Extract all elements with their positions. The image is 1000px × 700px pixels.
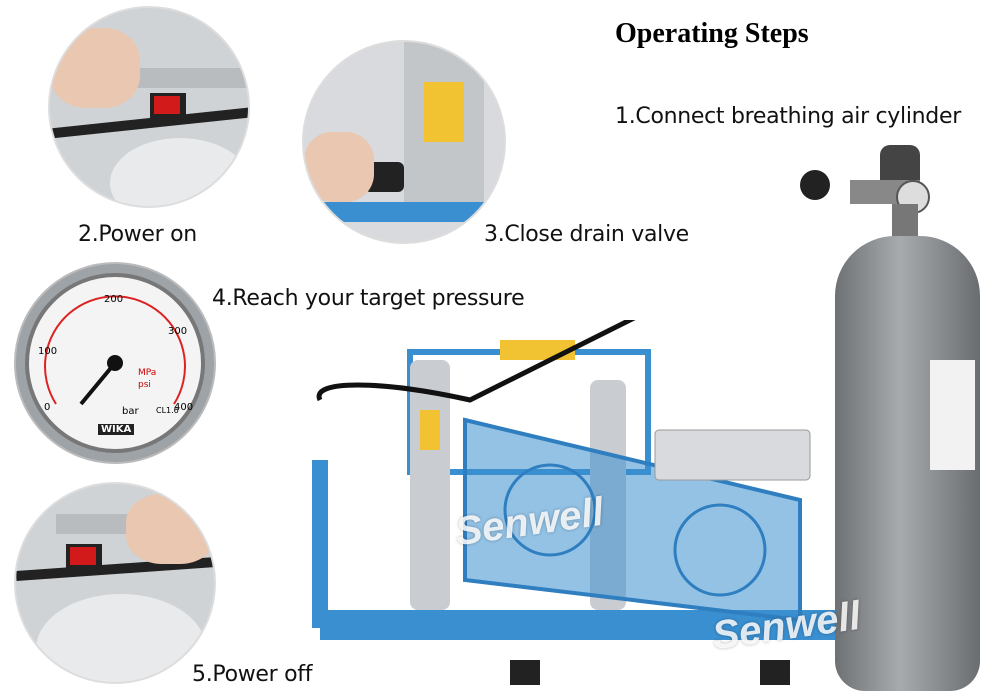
step-4-label: 4.Reach your target pressure (212, 286, 525, 311)
pressure-gauge-photo: 0 100 200 300 400 MPa psi bar CL1.6 WIKA (14, 262, 216, 464)
hand-icon (126, 494, 214, 564)
page-title: Operating Steps (615, 18, 809, 49)
valve-knob-icon (800, 170, 830, 200)
power-off-photo (14, 482, 216, 684)
drain-valve-photo (302, 40, 506, 244)
step-5-label: 5.Power off (192, 662, 313, 687)
hand-icon (50, 28, 140, 108)
step-3-label: 3.Close drain valve (484, 222, 689, 247)
step-1-label: 1.Connect breathing air cylinder (615, 104, 961, 129)
step-2-label: 2.Power on (78, 222, 197, 247)
gauge-brand: WIKA (98, 424, 135, 435)
air-cylinder-photo (780, 140, 990, 700)
power-on-photo (48, 6, 250, 208)
compressor-photo (300, 217, 860, 690)
power-switch-icon (154, 96, 180, 114)
power-switch-icon (70, 547, 96, 565)
